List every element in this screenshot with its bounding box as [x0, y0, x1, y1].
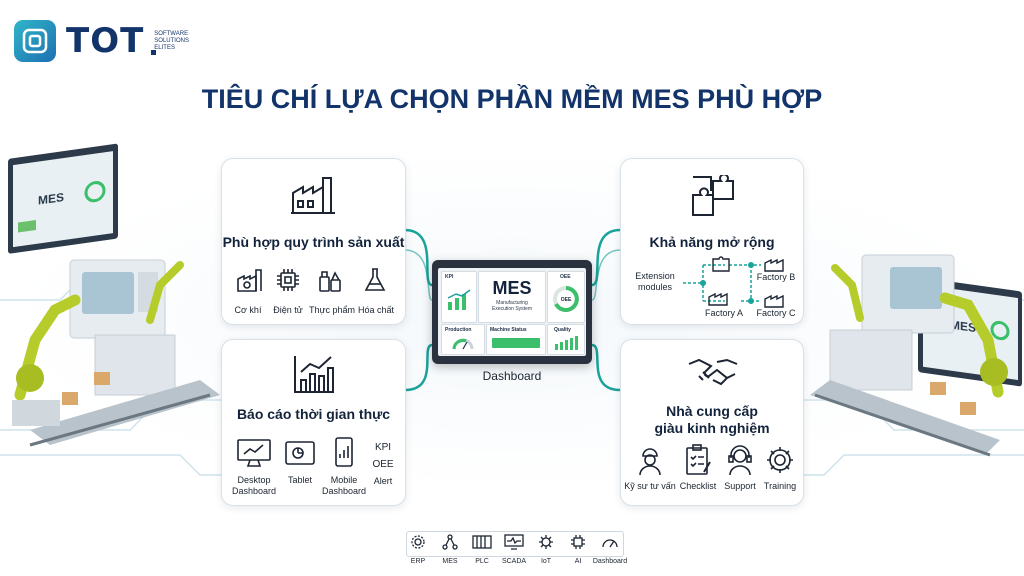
gear-icon: [411, 535, 425, 549]
industry-label-chemical: Hóa chất: [357, 305, 395, 315]
checklist-icon: [686, 444, 711, 475]
metric-alert: Alert: [373, 476, 393, 486]
engineer-icon: [639, 448, 661, 476]
integration-bar: ERP MES PLC SCADA IoT AI Dashboard: [402, 528, 627, 572]
dashboard-caption: Dashboard: [482, 369, 542, 383]
integration-item-dashboard: Dashboard: [593, 528, 627, 572]
tile-quality: Quality: [547, 324, 585, 355]
tile-machine-status: Machine Status: [486, 324, 546, 355]
factory-c-label: Factory C: [756, 308, 796, 318]
flask-icon: [364, 268, 386, 291]
integration-bar-frame: [406, 531, 624, 557]
puzzle-icon: [692, 175, 734, 216]
right-screen-mes-label: MES: [950, 318, 976, 336]
metric-kpi: KPI: [374, 442, 392, 453]
page-title: TIÊU CHÍ LỰA CHỌN PHẦN MỀM MES PHÙ HỢP: [201, 84, 823, 114]
card-title: Khả năng mở rộng: [649, 234, 775, 250]
tile-oee: OEE OEE: [547, 271, 585, 323]
dashboard-mes-title: MES: [492, 278, 532, 298]
right-factory-scene: MES: [810, 254, 1022, 457]
mobile-icon: [335, 437, 353, 467]
monitor-wave-icon: [504, 534, 524, 550]
service-label-checklist: Checklist: [679, 481, 717, 491]
integration-item-plc: PLC: [466, 528, 498, 572]
gauge-icon: [602, 539, 618, 548]
tablet-icon: [285, 441, 315, 465]
integration-item-iot: IoT: [530, 528, 562, 572]
card-title: Báo cáo thời gian thực: [236, 406, 391, 422]
integration-item-ai: AI: [562, 528, 594, 572]
desktop-icon: [237, 439, 271, 467]
integration-item-erp: ERP: [402, 528, 434, 572]
service-label-training: Training: [763, 481, 797, 491]
card-title: Phù hợp quy trình sản xuất: [222, 234, 405, 250]
device-label-tablet: Tablet: [287, 475, 313, 485]
plc-rack-icon: [472, 535, 492, 549]
bar-chart-icon: [294, 356, 334, 393]
headset-support-icon: [728, 445, 752, 476]
service-label-consultant: Kỹ sư tư vấn: [624, 481, 676, 491]
integration-item-scada: SCADA: [498, 528, 530, 572]
left-factory-scene: MES: [8, 143, 220, 447]
logo-dot: [151, 50, 156, 55]
service-label-support: Support: [724, 481, 756, 491]
left-screen-mes-label: MES: [38, 190, 64, 208]
industry-label-electronics: Điện tử: [273, 305, 303, 315]
handshake-icon: [688, 358, 738, 386]
training-gear-icon: [767, 447, 793, 473]
brand-name: TOT: [66, 21, 145, 61]
industry-label-mechanical: Cơ khí: [234, 305, 262, 315]
mechanical-factory-icon: [237, 269, 262, 292]
tile-kpi: KPI: [441, 271, 477, 323]
oee-gauge-label: OEE: [560, 297, 572, 303]
iot-chip-icon: [539, 535, 553, 549]
integration-item-mes: MES: [434, 528, 466, 572]
chip-icon: [277, 269, 299, 291]
factory-icon: [291, 177, 335, 214]
food-icon: [319, 271, 341, 292]
factory-a-label: Factory A: [704, 308, 743, 318]
logo-mark-icon: [14, 20, 56, 62]
factory-b-label: Factory B: [756, 272, 796, 282]
tile-production: Production: [441, 324, 485, 355]
industry-label-food: Thực phẩm: [308, 305, 356, 315]
network-nodes-icon: [442, 534, 458, 550]
ai-chip-icon: [571, 535, 585, 549]
factory-network-diagram: [683, 256, 784, 308]
metric-oee: OEE: [372, 459, 394, 470]
card-process-fit: Phù hợp quy trình sản xuất Cơ khí Điện t…: [221, 158, 406, 325]
